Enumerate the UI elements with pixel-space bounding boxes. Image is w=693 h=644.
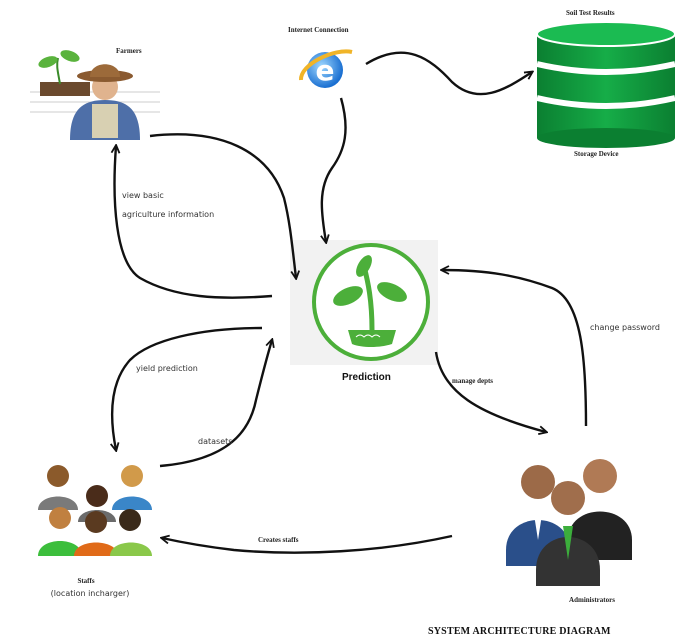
arrow-prediction-to-administrators	[434, 351, 546, 432]
arrow-farmers-to-prediction	[149, 133, 296, 278]
staff-group-icon	[38, 465, 152, 556]
farmers-label: Farmers	[116, 47, 142, 55]
arrow-administrators-to-staffs	[162, 536, 453, 554]
svg-text:e: e	[316, 54, 335, 87]
arrow-internet-to-prediction	[322, 97, 347, 242]
internet-connection-label: Internet Connection	[288, 26, 349, 34]
staffs-sub-label: (location incharger)	[50, 589, 130, 598]
prediction-label: Prediction	[342, 372, 391, 383]
edge-label-creates-staffs: Creates staffs	[258, 536, 299, 544]
database-icon	[536, 21, 676, 148]
internet-explorer-icon: e	[299, 49, 353, 88]
arrow-prediction-to-farmers	[115, 146, 273, 299]
administrators-label: Administrators	[569, 596, 615, 604]
edge-label-change-password: change password	[590, 323, 660, 332]
diagram-title: SYSTEM ARCHITECTURE DIAGRAM	[428, 626, 611, 637]
soil-test-results-label: Soil Test Results	[566, 9, 615, 17]
arrow-staffs-to-prediction	[159, 340, 272, 468]
edge-label-yield-prediction: yield prediction	[136, 364, 198, 373]
staffs-label: Staffs	[77, 577, 95, 585]
farmer-icon	[30, 50, 160, 140]
arrow-administrators-to-prediction	[442, 270, 588, 427]
administrators-icon	[506, 459, 632, 586]
edge-label-manage-depts: manage depts	[452, 377, 494, 385]
edge-label-view-basic: view basic	[122, 191, 164, 200]
arrow-prediction-to-staffs	[112, 326, 263, 450]
edge-label-datasets: datasets	[198, 437, 233, 446]
edge-label-agriculture-information: agriculture information	[122, 210, 215, 219]
arrow-internet-to-storage	[365, 51, 532, 96]
plant-icon	[290, 240, 438, 365]
storage-device-label: Storage Device	[574, 150, 619, 158]
